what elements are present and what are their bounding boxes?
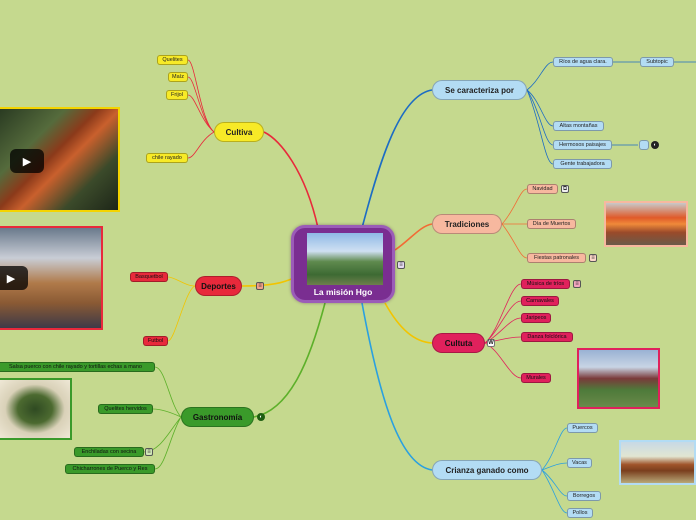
subtopic-paisajes[interactable]: Hermosos paisajes bbox=[553, 140, 612, 150]
subtopic-salsa[interactable]: Salsa puerco con chile rayado y tortilla… bbox=[0, 362, 155, 372]
play-icon[interactable]: ▶ bbox=[0, 266, 28, 290]
subtopic-puercos[interactable]: Puercos bbox=[567, 423, 598, 433]
central-topic[interactable]: La misión Hgo bbox=[291, 225, 395, 303]
subtopic-gente[interactable]: Gente trabajadora bbox=[553, 159, 612, 169]
subtopic-jaripeos[interactable]: Jaripeos bbox=[521, 313, 551, 323]
basketball-video[interactable]: ▶ bbox=[0, 226, 103, 330]
subtopic-enchiladas[interactable]: Enchiladas con secina bbox=[74, 447, 144, 457]
subtopic-futbol[interactable]: Futbol bbox=[143, 336, 168, 346]
quelites-photo bbox=[0, 378, 72, 440]
chile-video[interactable]: ▶ bbox=[0, 107, 120, 212]
subtopic-chile-rayado[interactable]: chile rayado bbox=[146, 153, 188, 163]
connector-tradiciones bbox=[394, 223, 433, 251]
connector-gastronomia bbox=[253, 302, 326, 418]
connector-crianza bbox=[361, 302, 433, 471]
subtopic-danza[interactable]: Danza folclórica bbox=[521, 332, 573, 342]
landscape-image bbox=[307, 233, 383, 285]
subtopic-fiestas[interactable]: Fiestas patronales bbox=[527, 253, 586, 263]
subtopic-dia-muertos[interactable]: Día de Muertos bbox=[527, 219, 576, 229]
subtopic-borregos[interactable]: Borregos bbox=[567, 491, 601, 501]
topic-deportes[interactable]: Deportes bbox=[195, 276, 242, 296]
vacas-photo bbox=[619, 440, 696, 485]
topic-tradiciones[interactable]: Tradiciones bbox=[432, 214, 502, 234]
note-icon[interactable]: ≡ bbox=[573, 280, 581, 288]
connector-cultura bbox=[384, 302, 433, 344]
subtopic-musica[interactable]: Música de tríos bbox=[521, 279, 570, 289]
subtopic-quelites[interactable]: Quelites bbox=[157, 55, 188, 65]
note-icon[interactable]: ≡ bbox=[589, 254, 597, 262]
subtopic-empty[interactable] bbox=[639, 140, 649, 150]
wiki-icon[interactable]: W bbox=[487, 339, 495, 347]
topic-gastronomia[interactable]: Gastronomía bbox=[181, 407, 254, 427]
link-icon[interactable]: ⧉ bbox=[561, 185, 569, 193]
play-icon[interactable]: ▶ bbox=[10, 149, 44, 173]
subtopic-subtopic[interactable]: Subtopic bbox=[640, 57, 674, 67]
note-icon[interactable]: ≡ bbox=[256, 282, 264, 290]
murales-photo bbox=[577, 348, 660, 409]
central-topic-title: La misión Hgo bbox=[313, 287, 373, 297]
topic-caracteriza[interactable]: Se caracteriza por bbox=[432, 80, 527, 100]
dia-muertos-photo bbox=[604, 201, 688, 247]
subtopic-frijol[interactable]: Frijol bbox=[166, 90, 188, 100]
subtopic-vacas[interactable]: Vacas bbox=[567, 458, 592, 468]
note-icon[interactable]: ≡ bbox=[145, 448, 153, 456]
note-icon[interactable]: ≡ bbox=[397, 261, 405, 269]
subtopic-chicharrones[interactable]: Chicharrones de Puerco y Res bbox=[65, 464, 155, 474]
subtopic-rios[interactable]: Ríos de agua clara. bbox=[553, 57, 613, 67]
subtopic-murales[interactable]: Murales bbox=[521, 373, 551, 383]
subtopic-carnavales[interactable]: Carnavales bbox=[521, 296, 559, 306]
subtopic-pollos[interactable]: Pollos bbox=[567, 508, 593, 518]
topic-cultura[interactable]: Cultuta bbox=[432, 333, 485, 353]
connector-caracteriza bbox=[361, 89, 433, 229]
topic-crianza[interactable]: Crianza ganado como bbox=[432, 460, 542, 480]
subtopic-maiz[interactable]: Maíz bbox=[168, 72, 188, 82]
connector-cultiva bbox=[263, 131, 319, 229]
subtopic-navidad[interactable]: Navidad bbox=[527, 184, 558, 194]
subtopic-quelites-hervidos[interactable]: Quelites hervidos bbox=[98, 404, 153, 414]
subtopic-basquetbol[interactable]: Basquetbol bbox=[130, 272, 168, 282]
globe-icon[interactable]: ◐ bbox=[651, 141, 659, 149]
globe-icon[interactable]: ◐ bbox=[257, 413, 265, 421]
topic-cultiva[interactable]: Cultiva bbox=[214, 122, 264, 142]
subtopic-montanas[interactable]: Altas montañas bbox=[553, 121, 604, 131]
